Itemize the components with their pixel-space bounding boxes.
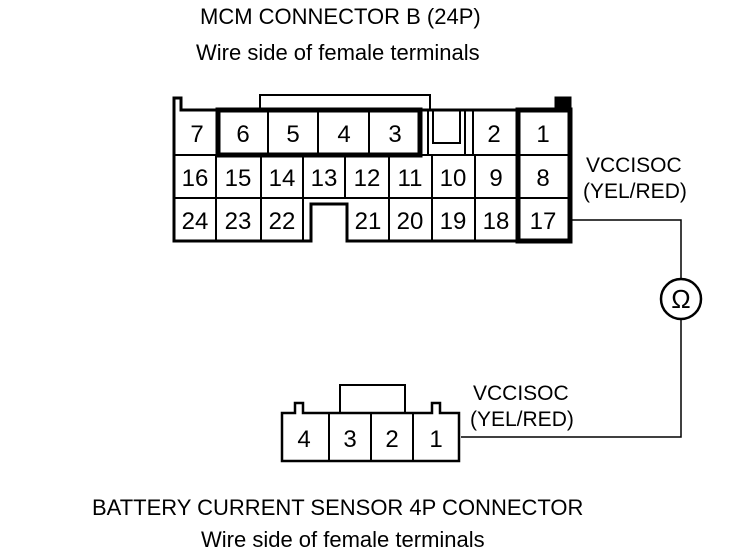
mcm-pins-row3: 24 23 22 21 20 19 18 17 xyxy=(182,208,557,235)
mcm-pin: 5 xyxy=(286,121,299,148)
mcm-pin: 3 xyxy=(388,121,401,148)
ohmmeter-icon: Ω xyxy=(659,277,703,321)
mcm-pin: 10 xyxy=(440,165,467,192)
mcm-pin: 22 xyxy=(269,208,296,235)
mcm-wire-color-label: (YEL/RED) xyxy=(583,180,687,203)
mcm-pin: 24 xyxy=(182,208,209,235)
mcm-pin: 11 xyxy=(398,165,423,192)
mcm-pin: 16 xyxy=(182,165,209,192)
mcm-pin: 12 xyxy=(354,165,381,192)
mcm-pin: 9 xyxy=(489,165,502,192)
sensor-connector-title: BATTERY CURRENT SENSOR 4P CONNECTOR xyxy=(92,495,583,520)
test-lead-wires xyxy=(461,219,682,438)
mcm-pin: 21 xyxy=(355,208,382,235)
mcm-pin: 1 xyxy=(536,121,549,148)
mcm-pin: 17 xyxy=(530,208,557,235)
sensor-pin: 1 xyxy=(429,426,442,453)
mcm-connector-subtitle: Wire side of female terminals xyxy=(196,40,480,65)
mcm-wire-signal-label: VCCISOC xyxy=(586,154,682,177)
sensor-connector-subtitle: Wire side of female terminals xyxy=(201,527,485,552)
sensor-wire-color-label: (YEL/RED) xyxy=(470,408,574,431)
mcm-connector xyxy=(172,94,573,244)
mcm-pin: 6 xyxy=(236,121,249,148)
mcm-pin: 8 xyxy=(536,165,549,192)
mcm-pin: 20 xyxy=(397,208,424,235)
sensor-wire-signal-label: VCCISOC xyxy=(473,382,569,405)
mcm-pin: 18 xyxy=(483,208,510,235)
sensor-pin: 2 xyxy=(385,426,398,453)
sensor-connector xyxy=(280,384,461,463)
sensor-pins: 4 3 2 1 xyxy=(297,426,442,453)
mcm-pin: 15 xyxy=(225,165,252,192)
mcm-pin: 2 xyxy=(487,121,500,148)
sensor-pin: 4 xyxy=(297,426,310,453)
mcm-pin: 14 xyxy=(269,165,296,192)
mcm-pin: 23 xyxy=(225,208,252,235)
mcm-pins-row2: 16 15 14 13 12 11 10 9 8 xyxy=(182,165,550,192)
mcm-pins-row1: 7 6 5 4 3 2 1 xyxy=(190,121,549,148)
ohm-symbol: Ω xyxy=(671,284,690,314)
mcm-pin: 7 xyxy=(190,121,203,148)
mcm-pin: 13 xyxy=(311,165,338,192)
mcm-pin: 4 xyxy=(337,121,350,148)
mcm-pin: 19 xyxy=(440,208,467,235)
sensor-pin: 3 xyxy=(343,426,356,453)
mcm-connector-title: MCM CONNECTOR B (24P) xyxy=(200,4,481,29)
